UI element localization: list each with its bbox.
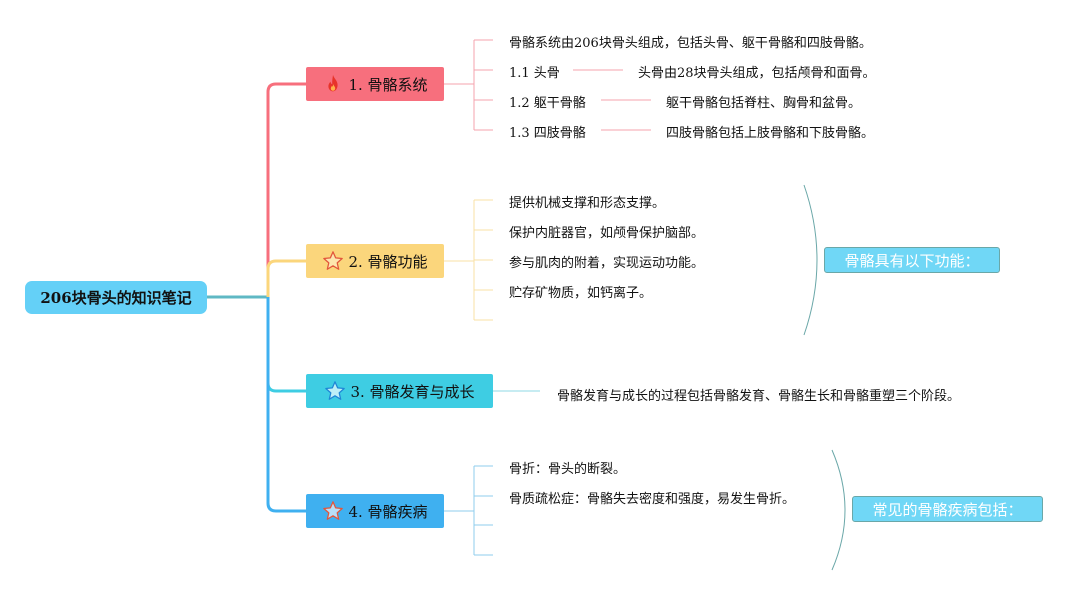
connector-branch-1 [266, 82, 306, 297]
list-item[interactable]: 骨折：骨头的断裂。 [509, 462, 627, 477]
connector-branch-2 [266, 259, 306, 297]
branch-label: 1. 骨骼系统 [348, 75, 428, 94]
connector-branch-4 [266, 297, 306, 513]
summary-brace-diseases [831, 449, 846, 571]
list-item-detail[interactable]: 四肢骨骼包括上肢骨骼和下肢骨骼。 [666, 126, 875, 141]
star-outline-icon [323, 251, 344, 270]
branch-skeletal-diseases[interactable]: 4. 骨骼疾病 [306, 494, 444, 528]
list-item[interactable]: 参与肌肉的附着，实现运动功能。 [509, 256, 705, 271]
connector-branch-3 [266, 297, 306, 393]
list-item[interactable]: 1.3 四肢骨骼 [509, 126, 586, 141]
branch-1-children-lines [444, 39, 651, 131]
star-outline-icon [323, 501, 344, 520]
summary-functions[interactable]: 骨骼具有以下功能： [824, 247, 1000, 273]
list-item-detail[interactable]: 躯干骨骼包括脊柱、胸骨和盆骨。 [666, 96, 862, 111]
branch-development-growth[interactable]: 3. 骨骼发育与成长 [306, 374, 493, 408]
branch-label: 3. 骨骼发育与成长 [350, 382, 475, 401]
list-item[interactable]: 贮存矿物质，如钙离子。 [509, 286, 653, 301]
list-item[interactable]: 1.2 躯干骨骼 [509, 96, 586, 111]
list-item-detail[interactable]: 头骨由28块骨头组成，包括颅骨和面骨。 [638, 66, 876, 81]
fire-icon [328, 74, 339, 92]
branch-2-children-lines [444, 199, 493, 321]
branch-label: 2. 骨骼功能 [348, 252, 428, 271]
list-item[interactable]: 骨骼发育与成长的过程包括骨骼发育、骨骼生长和骨骼重塑三个阶段。 [557, 389, 961, 404]
list-item[interactable]: 骨骼系统由206块骨头组成，包括头骨、躯干骨骼和四肢骨骼。 [509, 36, 872, 51]
star-outline-icon [325, 381, 346, 400]
list-item[interactable]: 骨质疏松症：骨骼失去密度和强度，易发生骨折。 [509, 492, 796, 507]
branch-skeletal-system[interactable]: 1. 骨骼系统 [306, 67, 444, 101]
list-item[interactable]: 保护内脏器官，如颅骨保护脑部。 [509, 226, 705, 241]
branch-4-children-lines [444, 465, 493, 556]
summary-brace-functions [803, 184, 818, 336]
branch-label: 4. 骨骼疾病 [348, 502, 428, 521]
root-label: 206块骨头的知识笔记 [40, 289, 192, 307]
root-node[interactable]: 206块骨头的知识笔记 [25, 281, 207, 314]
list-item[interactable]: 1.1 头骨 [509, 66, 560, 81]
list-item[interactable]: 提供机械支撑和形态支撑。 [509, 196, 666, 211]
summary-diseases[interactable]: 常见的骨骼疾病包括： [852, 496, 1043, 522]
branch-skeletal-functions[interactable]: 2. 骨骼功能 [306, 244, 444, 278]
